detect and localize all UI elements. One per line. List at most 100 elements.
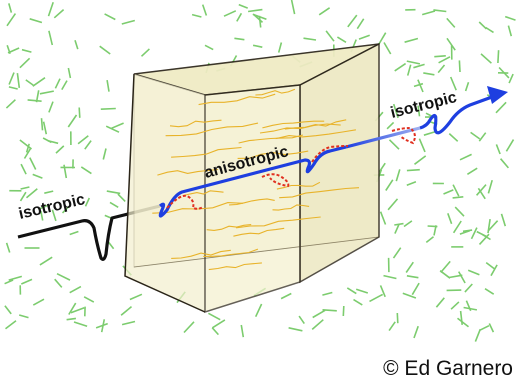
background-dash (48, 30, 54, 46)
background-dash (484, 288, 495, 295)
fabric-line (233, 227, 285, 237)
background-dash (475, 184, 487, 196)
background-dash (208, 312, 221, 321)
background-dash (27, 99, 42, 102)
background-dash (104, 13, 116, 21)
background-dash (6, 13, 17, 27)
background-dash (140, 48, 150, 57)
background-dash (392, 247, 402, 259)
background-dash (32, 77, 46, 87)
background-dash (478, 21, 487, 30)
background-dash (425, 236, 434, 244)
background-dash (474, 328, 482, 342)
background-dash (346, 287, 357, 295)
copyright-credit: © Ed Garnero (383, 357, 513, 380)
fabric-line (165, 122, 259, 137)
background-dash (5, 242, 11, 253)
background-dash (487, 220, 499, 232)
background-dash (504, 15, 516, 21)
background-dash (68, 302, 77, 315)
isotropic-incoming-ray (17, 204, 161, 261)
fabric-line (198, 93, 276, 106)
background-dash (347, 14, 358, 28)
background-dash (466, 167, 478, 175)
isotropic-outgoing-ray (419, 95, 493, 135)
background-dash (508, 73, 514, 84)
background-dash (19, 139, 32, 150)
aligned-fabric-lines (152, 88, 360, 271)
background-dash (388, 139, 400, 150)
fabric-line (171, 146, 242, 158)
background-dash (413, 325, 419, 339)
background-dash (95, 322, 108, 329)
background-dash (405, 261, 414, 273)
background-dash (490, 264, 498, 277)
background-dash (40, 118, 44, 131)
background-dash (63, 164, 68, 179)
background-dash (325, 30, 335, 42)
background-dash (191, 13, 202, 18)
background-dash (54, 278, 63, 288)
background-dash (77, 135, 89, 145)
background-dash (495, 101, 507, 114)
background-dash (413, 63, 425, 69)
background-dash (47, 139, 59, 145)
background-dash (487, 179, 493, 194)
background-dash (385, 179, 394, 191)
background-dash (252, 13, 264, 23)
background-dash (234, 37, 245, 41)
background-dash (450, 301, 460, 310)
background-dash (423, 72, 435, 76)
background-dash (433, 9, 447, 13)
background-dash (258, 15, 262, 28)
background-dash (457, 317, 469, 328)
background-dash (56, 272, 71, 281)
background-dash (395, 169, 401, 182)
background-dash (84, 140, 92, 150)
background-dash (23, 147, 32, 159)
background-dash (47, 1, 54, 17)
fabric-line (238, 134, 304, 144)
background-dash (485, 261, 495, 270)
background-dash (392, 103, 399, 119)
background-dash (61, 80, 68, 91)
background-dash (417, 79, 424, 93)
background-dash (336, 36, 347, 43)
background-dash (4, 279, 14, 285)
background-dash (379, 285, 386, 298)
background-dash (388, 321, 396, 332)
background-dash (236, 12, 243, 22)
background-dash (40, 210, 44, 221)
background-dash (129, 293, 143, 301)
label-isotropic-right: isotropic (389, 89, 459, 122)
background-dash (102, 148, 107, 160)
background-dash (476, 230, 488, 238)
background-dash (463, 306, 478, 311)
background-dash (421, 10, 436, 16)
fabric-line (203, 248, 259, 257)
background-dash (353, 298, 363, 306)
background-dash (84, 197, 91, 207)
background-dash (427, 225, 438, 228)
anisotropic-ray (158, 145, 347, 218)
background-dash (470, 131, 481, 140)
split-wave-3 (311, 145, 349, 163)
background-dash (39, 90, 54, 95)
background-dash (406, 64, 412, 76)
background-dash (342, 305, 345, 317)
background-dash (356, 18, 365, 30)
fabric-line (208, 262, 262, 271)
background-dash (32, 298, 45, 306)
background-dash (413, 82, 424, 88)
background-dash (454, 206, 465, 217)
background-dash (20, 186, 30, 190)
fabric-line (229, 198, 275, 206)
background-dash (459, 230, 470, 235)
fabric-line (157, 168, 218, 176)
background-dash (403, 220, 413, 228)
background-dash (318, 7, 331, 16)
background-dash (355, 288, 369, 294)
background-dash (449, 76, 457, 91)
fabric-line (272, 204, 310, 211)
background-dash (48, 101, 54, 113)
